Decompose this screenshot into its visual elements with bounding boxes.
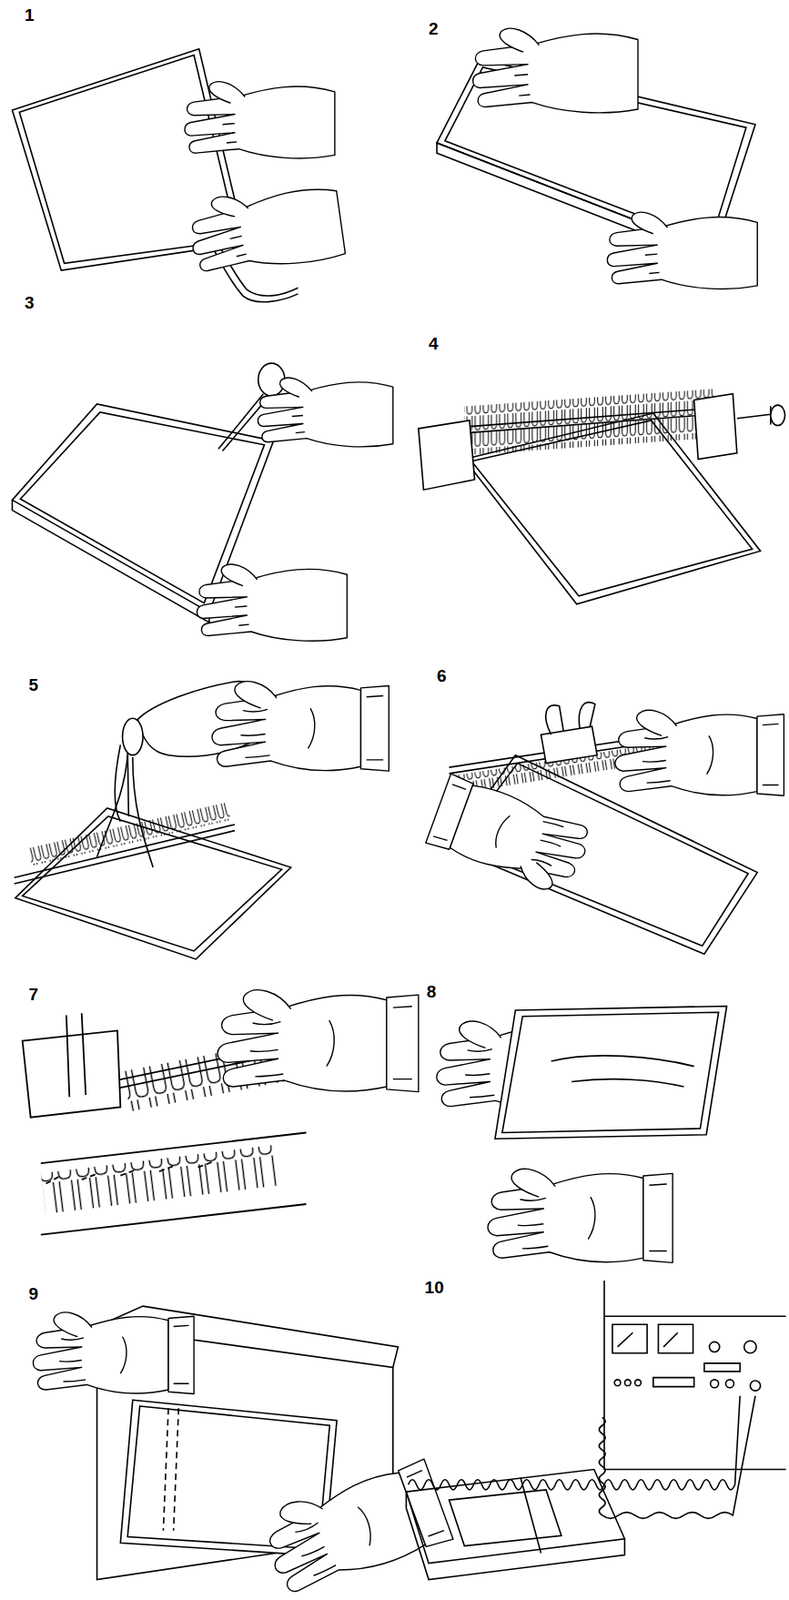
plate-lifting-step [436, 1005, 728, 1263]
panel-number: 7 [28, 985, 39, 1003]
frame-on-plate-step [436, 28, 758, 289]
panel-number: 5 [28, 676, 39, 694]
panel-number: 8 [426, 982, 437, 1001]
panel-number: 4 [428, 334, 439, 353]
tank-loading-step [32, 1305, 454, 1599]
panel-number: 6 [436, 667, 447, 685]
electrophoresis-setup-step [405, 1280, 786, 1580]
panel-number: 1 [24, 6, 35, 24]
comb-clipping-step [424, 702, 785, 955]
comb-closeup-step [22, 990, 419, 1235]
comb-fitting-step [418, 388, 786, 605]
panel-number: 2 [428, 20, 439, 38]
panel-number: 9 [28, 1284, 39, 1303]
panel-number: 10 [424, 1278, 445, 1296]
gel-pouring-step [14, 681, 390, 960]
panel-number: 3 [24, 293, 35, 312]
gasket-frame-step [11, 49, 345, 303]
sealing-step [11, 363, 393, 641]
